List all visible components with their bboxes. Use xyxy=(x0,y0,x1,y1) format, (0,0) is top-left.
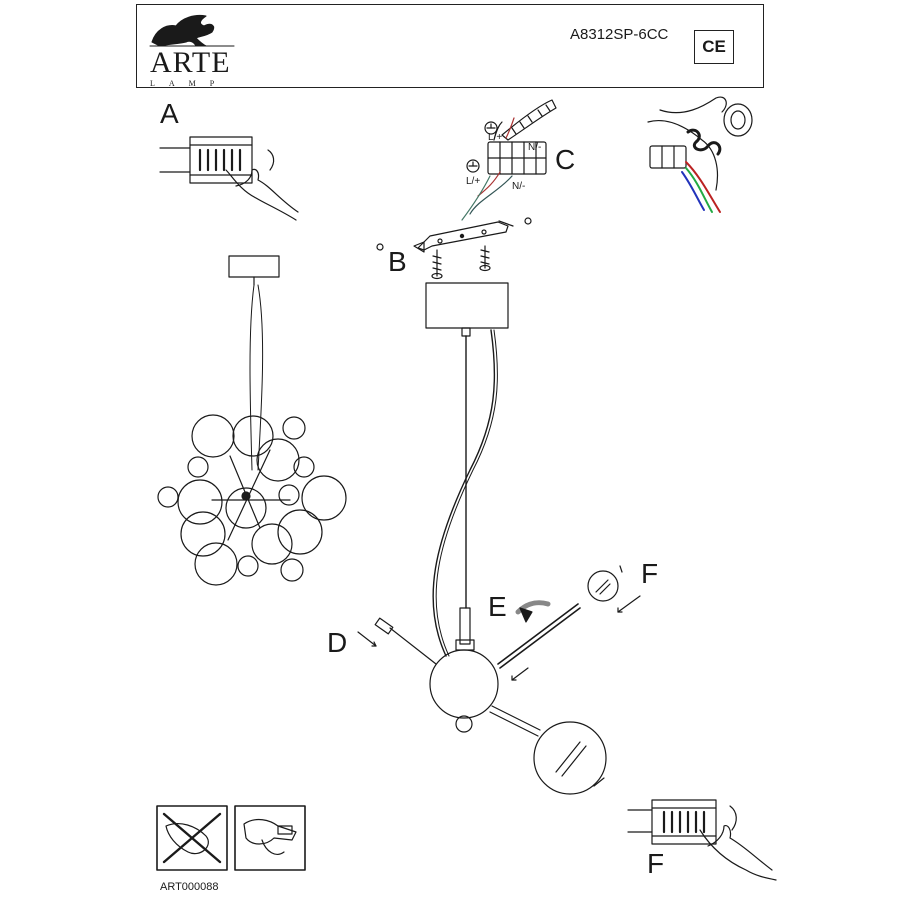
step-b-bracket-illustration xyxy=(376,217,532,280)
wire-label-neutral-lower: N/- xyxy=(512,181,526,192)
assembled-chandelier-illustration xyxy=(157,255,347,586)
lion-logo-icon xyxy=(149,14,235,47)
main-lamp-illustration xyxy=(374,282,607,795)
step-label-d: D xyxy=(327,627,348,658)
use-glove-for-bulb-icon xyxy=(234,805,306,871)
model-number: A8312SP-6CC xyxy=(570,26,669,43)
step-label-e: E xyxy=(488,591,507,622)
step-e-rod-illustration xyxy=(497,600,581,669)
step-label-b: B xyxy=(388,246,407,277)
direction-arrow-icon xyxy=(357,595,641,681)
wire-label-live-upper: L/+ xyxy=(488,132,503,143)
article-code: ART000088 xyxy=(160,881,219,893)
step-c-wiring-illustration xyxy=(461,99,557,221)
insulating-tape-illustration xyxy=(647,96,753,213)
brand-name: ARTE xyxy=(150,46,231,79)
step-a-terminal-illustration xyxy=(159,136,299,221)
wire-label-neutral-upper: N/- xyxy=(528,142,542,153)
do-not-touch-bulb-warning-icon xyxy=(156,805,228,871)
step-label-a: A xyxy=(160,98,179,129)
screw-icon xyxy=(479,245,491,272)
ground-symbol-icon xyxy=(466,121,498,173)
wire-label-live-lower: L/+ xyxy=(466,176,481,187)
header-frame xyxy=(136,4,764,88)
step-label-f-bottom: F xyxy=(647,848,665,879)
step-f-glass-ball-illustration xyxy=(587,565,623,602)
step-label-f-top: F xyxy=(641,558,659,589)
brand-subtitle: LAMP xyxy=(150,79,229,88)
small-screw-icon xyxy=(376,217,532,251)
screw-icon xyxy=(431,249,443,280)
ce-mark: CE xyxy=(694,30,734,64)
step-f-terminal-illustration xyxy=(627,799,777,881)
step-label-c: C xyxy=(555,144,576,175)
